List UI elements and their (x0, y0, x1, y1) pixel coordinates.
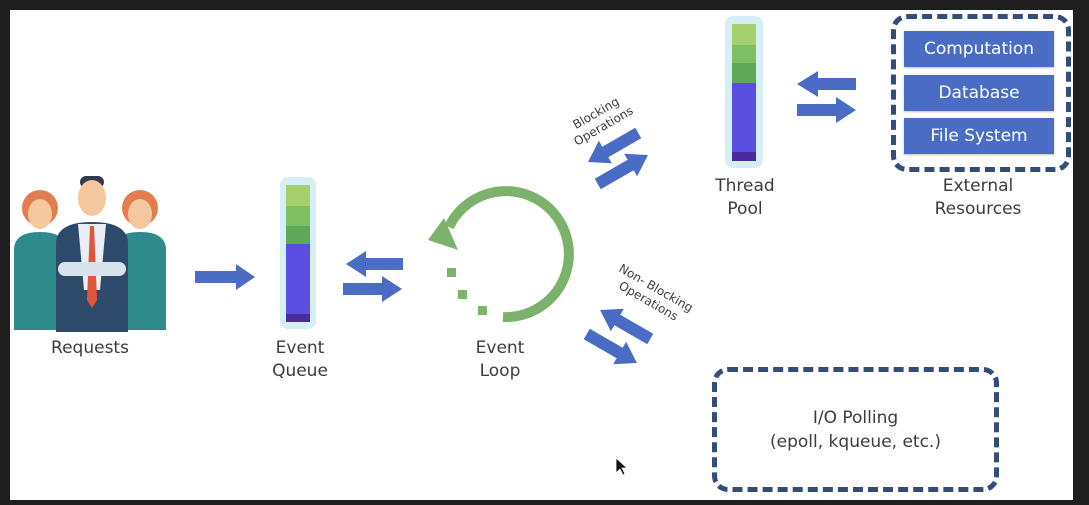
io-polling-text: I/O Polling (epoll, kqueue, etc.) (712, 406, 999, 454)
event-queue-label-line1: Event (275, 338, 325, 358)
external-resources-label-line1: External (942, 176, 1014, 196)
event-loop-label-line1: Event (475, 338, 525, 358)
external-resources-label: External Resources (918, 175, 1038, 221)
mouse-cursor (615, 457, 629, 476)
thread-pool-bar (725, 16, 763, 168)
thread-pool-label-line1: Thread (715, 176, 775, 196)
database-resource: Database (904, 75, 1054, 111)
computation-resource: Computation (904, 31, 1054, 67)
blocking-arrows (588, 127, 648, 190)
external-resources-box (891, 14, 1071, 172)
pool-resources-arrows (797, 71, 856, 123)
people-icon (14, 176, 166, 332)
io-polling-subtitle: (epoll, kqueue, etc.) (770, 432, 941, 452)
event-loop-label: Event Loop (450, 337, 550, 383)
io-polling-box (712, 367, 999, 492)
requests-label: Requests (51, 338, 129, 358)
event-loop-label-line2: Loop (479, 361, 521, 381)
event-queue-label-line2: Queue (272, 361, 328, 381)
event-queue-label: Event Queue (250, 337, 350, 383)
event-loop-circle (428, 186, 574, 323)
event-queue-bar (280, 177, 316, 329)
file-system-resource: File System (904, 118, 1054, 154)
external-resources-label-line2: Resources (934, 199, 1022, 219)
nonblocking-arrows (583, 308, 654, 365)
thread-pool-label: Thread Pool (695, 175, 795, 221)
queue-loop-arrows (343, 251, 403, 302)
thread-pool-label-line2: Pool (727, 199, 763, 219)
io-polling-title: I/O Polling (812, 408, 899, 428)
requests-to-queue-arrow (195, 264, 255, 290)
